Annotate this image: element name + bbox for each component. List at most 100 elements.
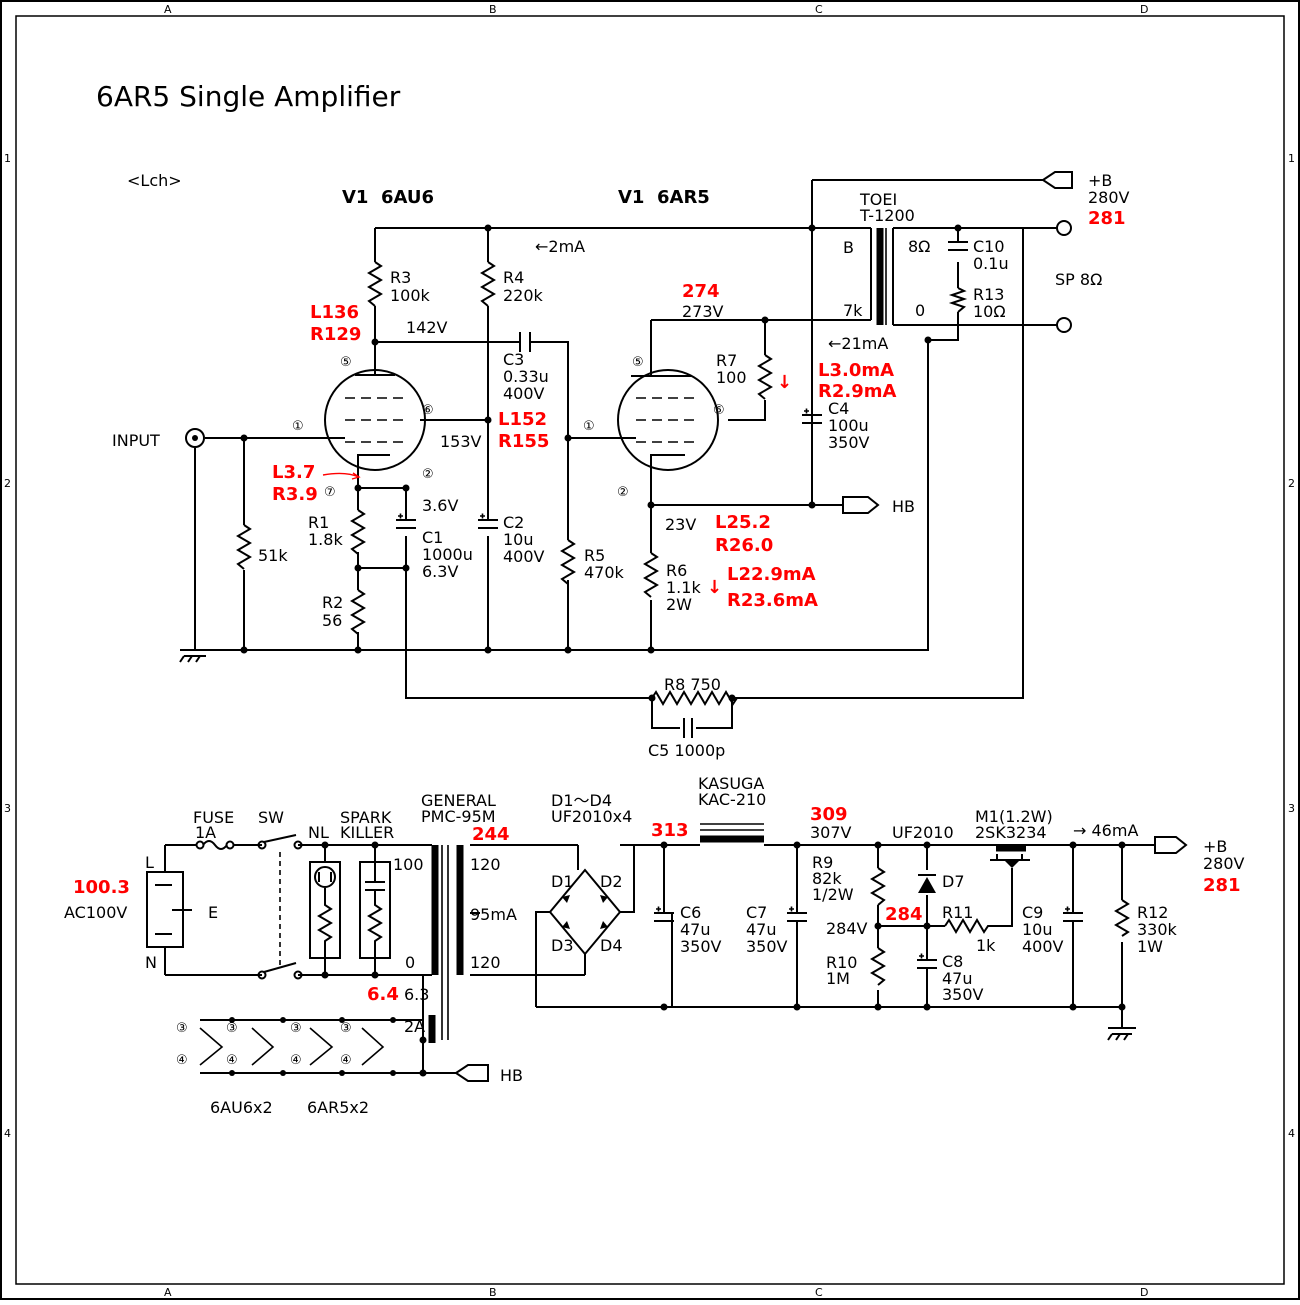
c2-value: 10u — [503, 530, 534, 549]
heater-pin3-d: ③ — [340, 1021, 352, 1036]
c10-name: C10 — [973, 237, 1005, 256]
grid-row-1-left: 1 — [4, 152, 11, 165]
speaker-terminals — [1056, 220, 1072, 333]
r10-name: R10 — [826, 953, 857, 972]
diodes-label: D1～D4 — [551, 791, 612, 810]
c8-value: 47u — [942, 969, 973, 988]
pin1-output: ① — [583, 419, 595, 434]
ac-inlet-symbol — [146, 871, 192, 948]
choke-symbol — [700, 823, 764, 843]
tube-6ar5-symbol — [617, 369, 719, 471]
v307-label: 307V — [810, 823, 852, 842]
r5-value: 470k — [584, 563, 625, 582]
r2-name: R2 — [322, 593, 343, 612]
mosfet-symbol — [990, 844, 1030, 872]
opt-model: T-1200 — [859, 206, 915, 225]
d7-label: D7 — [942, 872, 965, 891]
meas-bplus-psu: 281 — [1203, 875, 1241, 896]
r9-name: R9 — [812, 853, 833, 872]
r7-current-arrow: ↓ — [777, 372, 792, 393]
r12-name: R12 — [1137, 903, 1168, 922]
meas-ik-right: R23.6mA — [727, 590, 818, 611]
c3-name: C3 — [503, 350, 524, 369]
i2ma-label: ←2mA — [535, 237, 585, 256]
d2-label: D2 — [600, 872, 623, 891]
c10-value: 0.1u — [973, 254, 1009, 273]
psu-resistors — [870, 867, 1130, 986]
c7-voltage: 350V — [746, 937, 788, 956]
c6-value: 47u — [680, 920, 711, 939]
d1-label: D1 — [551, 872, 574, 891]
heater-6au6-label: 6AU6x2 — [210, 1098, 273, 1117]
r11-value: 1k — [976, 936, 996, 955]
uf2010-label: UF2010 — [892, 823, 954, 842]
meas-ic4-right: R2.9mA — [818, 381, 897, 402]
heater-pin3-a: ③ — [176, 1021, 188, 1036]
grid-col-b-bottom: B — [489, 1286, 497, 1299]
i46-label: → 46mA — [1073, 821, 1138, 840]
v153-label: 153V — [440, 432, 482, 451]
inner-frame — [15, 15, 1285, 1285]
r12-power: 1W — [1137, 937, 1163, 956]
v273-label: 273V — [682, 302, 724, 321]
opt-8ohm-tap: 8Ω — [908, 237, 930, 256]
tube-driver-label: V1 6AU6 — [342, 187, 434, 208]
pin2-driver: ② — [422, 467, 434, 482]
power-transformer-symbol — [428, 845, 480, 1043]
c5-label: C5 1000p — [648, 741, 725, 760]
r2-value: 56 — [322, 611, 342, 630]
pin6-output: ⑥ — [713, 403, 725, 418]
flag-connectors — [842, 171, 1073, 514]
meas-k-left: L25.2 — [715, 512, 771, 533]
meas-v274: 274 — [682, 281, 720, 302]
d3-label: D3 — [551, 936, 574, 955]
r11-name: R11 — [942, 903, 973, 922]
switch-label: SW — [258, 808, 284, 827]
r8-label: R8 750 — [664, 675, 721, 694]
r3-value: 100k — [390, 286, 431, 305]
r4-name: R4 — [503, 268, 524, 287]
heater-pin4-d: ④ — [340, 1053, 352, 1068]
meas-heater-64: 6.4 — [367, 984, 399, 1005]
spark-killer-label-1: SPARK — [340, 808, 392, 827]
r3-name: R3 — [390, 268, 411, 287]
opt-0-tap: 0 — [915, 301, 925, 320]
choke-maker: KASUGA — [698, 774, 764, 793]
c8-name: C8 — [942, 952, 963, 971]
input-label: INPUT — [112, 431, 160, 450]
r1-name: R1 — [308, 513, 329, 532]
bplus-label-psu: +B — [1203, 837, 1227, 856]
resistor-symbols — [236, 261, 968, 706]
pt-100-tap: 100 — [393, 855, 424, 874]
fuse-rating: 1A — [195, 823, 216, 842]
r7-value: 100 — [716, 368, 747, 387]
c8-voltage: 350V — [942, 985, 984, 1004]
pt-0-tap: 0 — [405, 953, 415, 972]
power-junction-dots — [229, 841, 1126, 1077]
pt-2a-tap: 2A — [404, 1017, 425, 1036]
pt-63-tap: 6.3 — [404, 985, 429, 1004]
c4-value: 100u — [828, 416, 869, 435]
meas-284: 284 — [885, 904, 923, 925]
meas-ic4-left: L3.0mA — [818, 360, 894, 381]
bridge-rectifier-symbol — [536, 845, 622, 976]
meas-k-right: R26.0 — [715, 535, 773, 556]
heater-wiring-symbols — [199, 1027, 385, 1066]
meas-bplus-amp: 281 — [1088, 208, 1126, 229]
page-title: 6AR5 Single Amplifier — [96, 80, 401, 113]
neon-lamp-symbol — [309, 861, 341, 959]
current-arrows — [322, 472, 361, 480]
opt-7k-tap: 7k — [843, 301, 863, 320]
pin6-driver: ⑥ — [422, 403, 434, 418]
r6-value: 1.1k — [666, 578, 701, 597]
pt-95ma: 95mA — [470, 905, 517, 924]
grid-col-d-top: D — [1140, 3, 1148, 16]
grid-col-a-bottom: A — [164, 1286, 172, 1299]
c9-name: C9 — [1022, 903, 1043, 922]
bplus-voltage-amp: 280V — [1088, 188, 1130, 207]
v23-label: 23V — [665, 515, 696, 534]
ac-label: AC100V — [64, 903, 127, 922]
